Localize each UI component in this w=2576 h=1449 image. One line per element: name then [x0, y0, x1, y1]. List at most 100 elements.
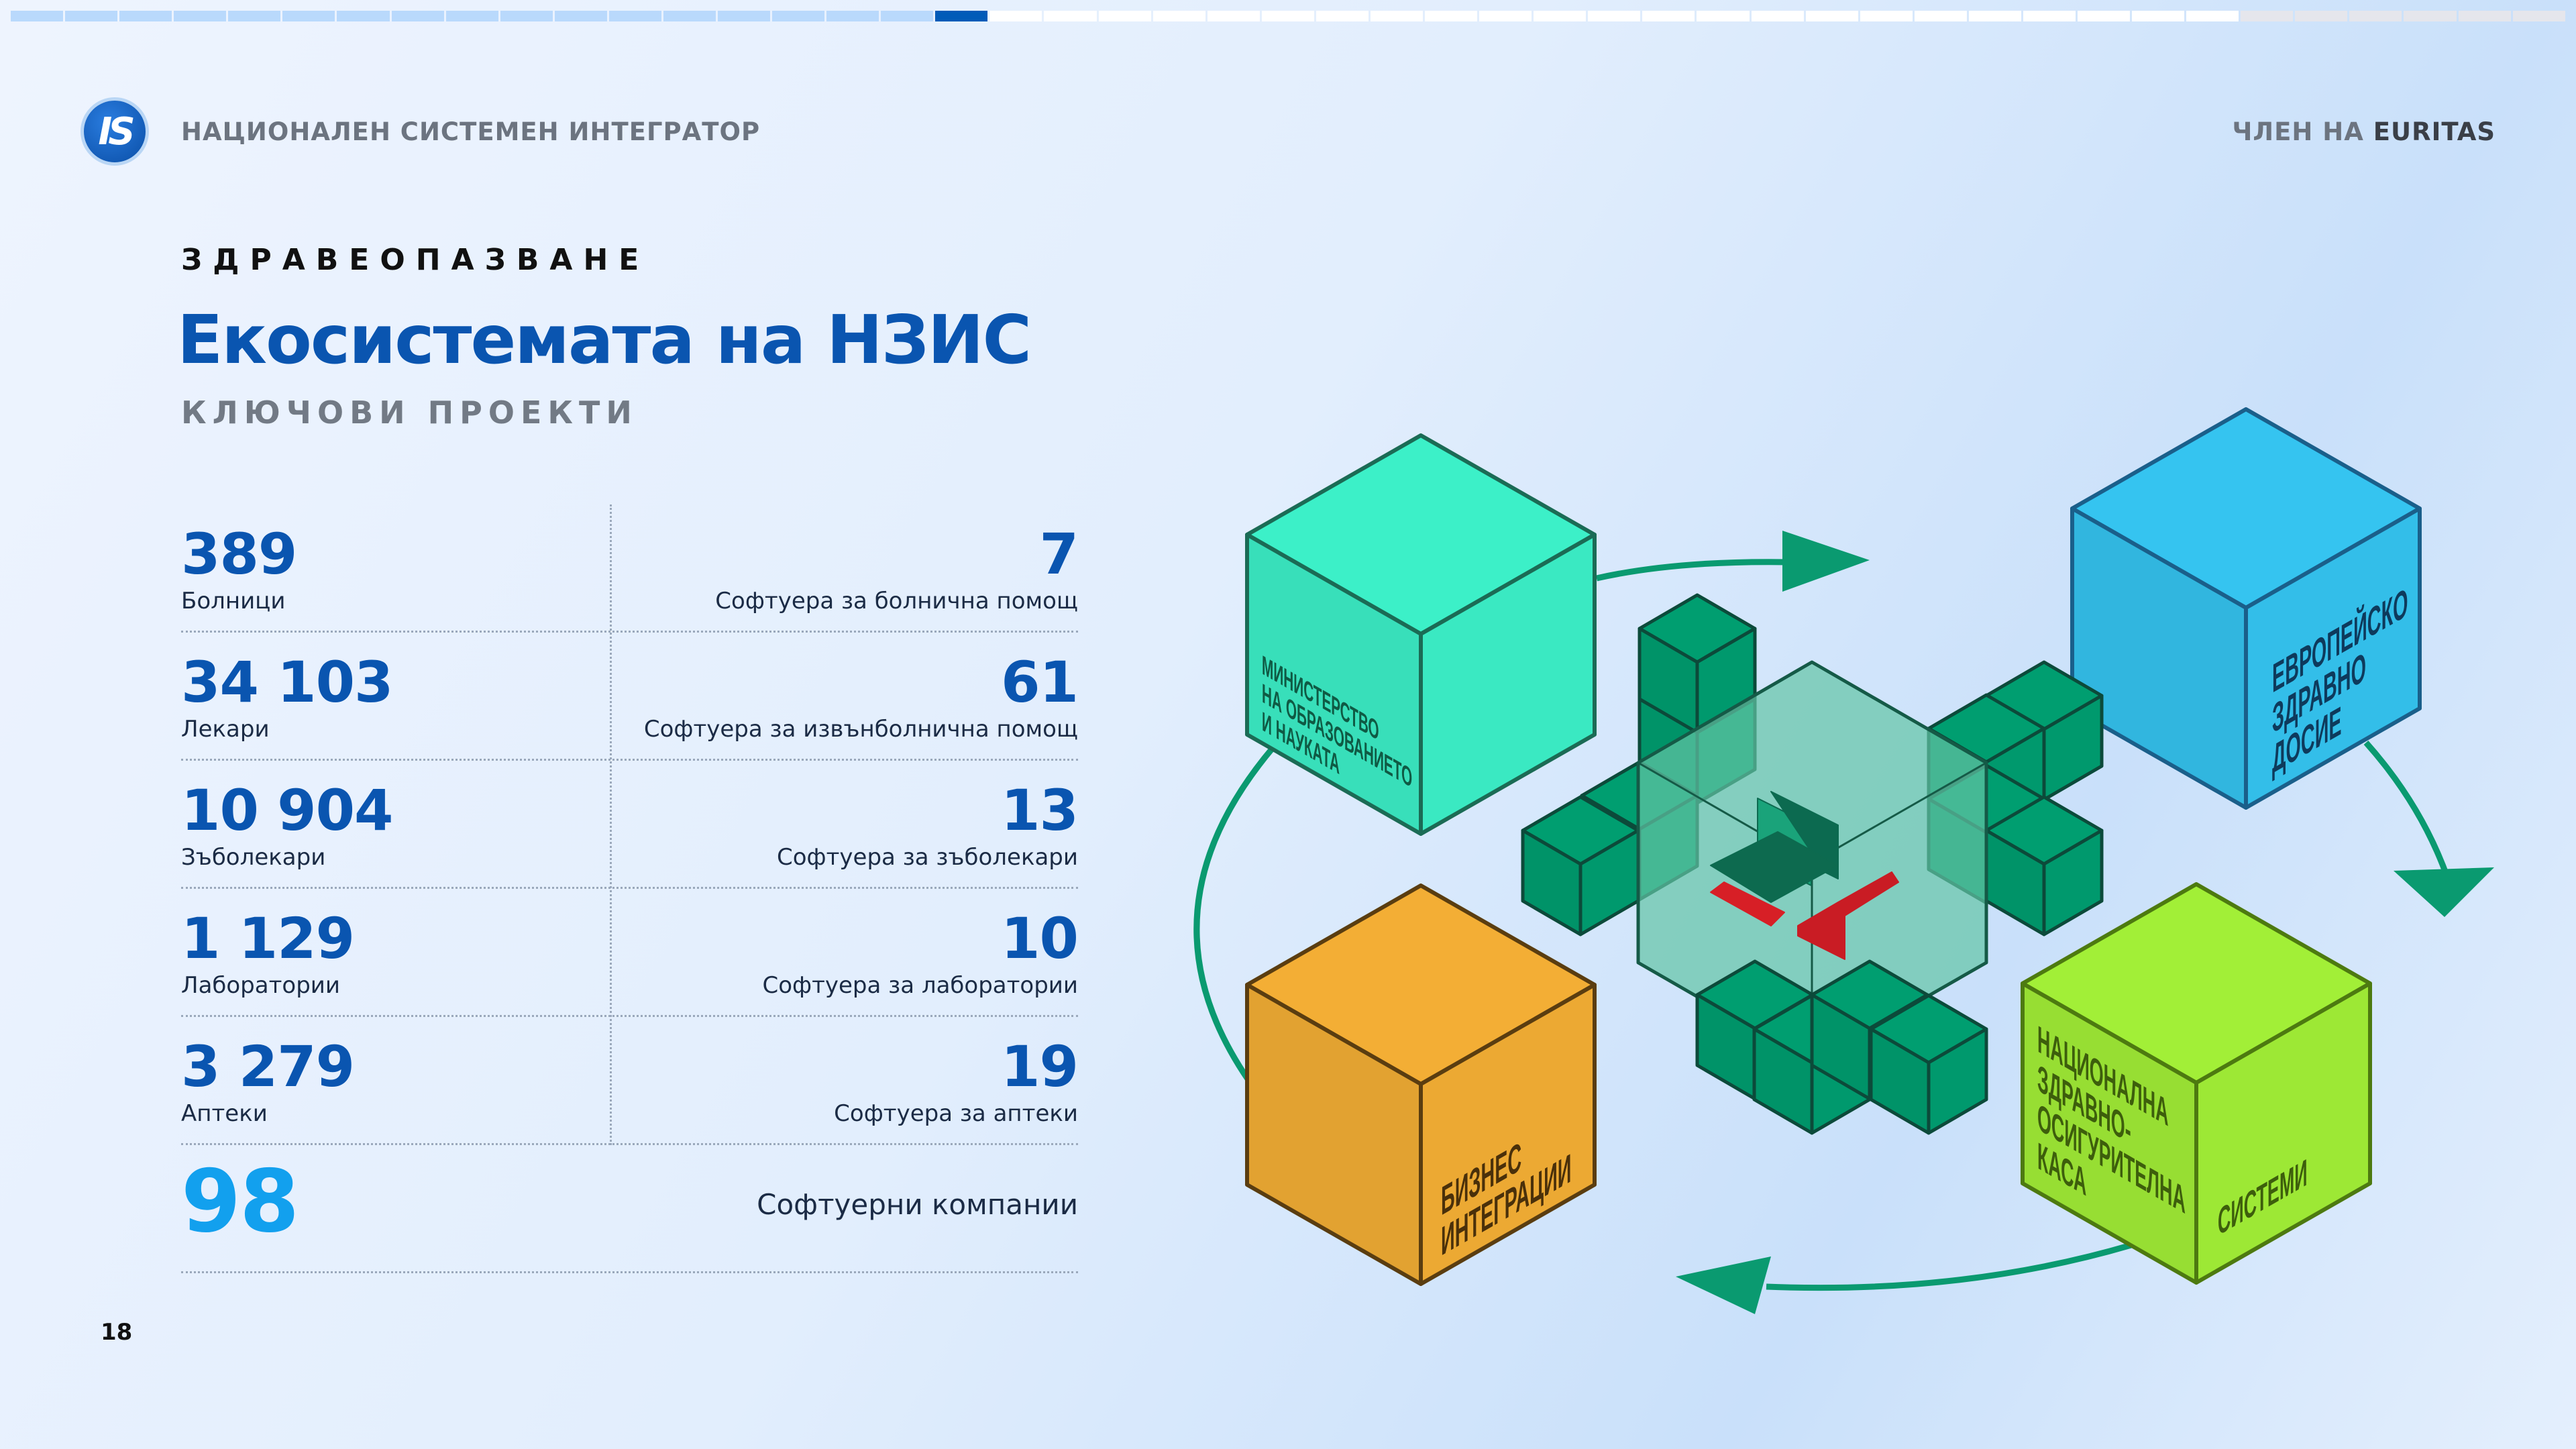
progress-segment[interactable] [1152, 11, 1205, 21]
progress-segment[interactable] [1697, 11, 1750, 21]
arrow-ministry-to-ehr [1596, 559, 1792, 582]
software-label: Софтуера за извънболнична помощ [643, 716, 1078, 743]
progress-segment[interactable] [119, 11, 172, 21]
member-prefix: ЧЛЕН НА [2232, 117, 2364, 146]
cube-ministry [1245, 433, 1597, 836]
software-count: 10 [1001, 906, 1079, 971]
progress-segment[interactable] [445, 11, 498, 21]
progress-segment-current[interactable] [935, 11, 988, 21]
progress-segment[interactable] [1805, 11, 1858, 21]
progress-segment[interactable] [826, 11, 879, 21]
progress-segment[interactable] [282, 11, 335, 21]
progress-segment[interactable] [1642, 11, 1695, 21]
progress-segment[interactable] [1370, 11, 1424, 21]
cube-nhif [2021, 882, 2372, 1285]
progress-segment[interactable] [2077, 11, 2131, 21]
progress-segment[interactable] [337, 11, 390, 21]
progress-segment[interactable] [1534, 11, 1587, 21]
arrow-ehr-to-nhif [2363, 741, 2451, 880]
stat-value: 34 103 [181, 649, 393, 715]
progress-segment[interactable] [2349, 11, 2402, 21]
software-count: 13 [1001, 777, 1079, 843]
progress-segment[interactable] [1914, 11, 1967, 21]
progress-segment[interactable] [11, 11, 64, 21]
nzis-logo-red-icon [1710, 881, 1785, 926]
progress-segment[interactable] [989, 11, 1042, 21]
module-cube-prescription-icon [1869, 994, 1988, 1135]
org-name: НАЦИОНАЛЕН СИСТЕМЕН ИНТЕГРАТОР [181, 117, 761, 146]
column-divider [610, 504, 612, 1145]
software-label: Софтуера за болнична помощ [715, 588, 1078, 614]
progress-segment[interactable] [1425, 11, 1478, 21]
euritas-membership: ЧЛЕН НА EURITAS [2233, 117, 2496, 146]
total-companies-value: 98 [181, 1152, 299, 1252]
total-companies-label: Софтуерни компании [757, 1188, 1078, 1221]
software-label: Софтуера за аптеки [834, 1100, 1078, 1127]
page-number: 18 [101, 1319, 133, 1346]
software-count: 61 [1001, 649, 1079, 715]
stat-label: Лекари [181, 716, 270, 743]
software-label: Софтуера за лаборатории [762, 972, 1078, 999]
page-title: Екосистемата на НЗИС [177, 301, 1032, 379]
section-label: ЗДРАВЕОПАЗВАНЕ [181, 243, 650, 277]
software-count: 19 [1001, 1034, 1079, 1099]
progress-segment[interactable] [2132, 11, 2185, 21]
progress-segment[interactable] [1588, 11, 1641, 21]
progress-segment[interactable] [2458, 11, 2511, 21]
stat-value: 1 129 [181, 906, 355, 971]
stat-label: Болници [181, 588, 286, 614]
module-cube-referral-icon [1984, 795, 2104, 936]
progress-segment[interactable] [1261, 11, 1314, 21]
progress-segment[interactable] [65, 11, 118, 21]
progress-segment[interactable] [500, 11, 553, 21]
cube-ministry-right [1419, 533, 1597, 836]
cube-nhif-right [2194, 981, 2372, 1285]
progress-segment[interactable] [1316, 11, 1368, 21]
progress-segment[interactable] [608, 11, 661, 21]
cube-business-right [1419, 983, 1597, 1286]
progress-segment[interactable] [772, 11, 825, 21]
arrowhead-icon [1676, 1256, 1771, 1314]
module-cube-prescription-icon-right [1927, 1027, 1988, 1135]
progress-segment[interactable] [1098, 11, 1151, 21]
progress-segment[interactable] [1044, 11, 1097, 21]
progress-segment[interactable] [2295, 11, 2348, 21]
progress-segment[interactable] [1207, 11, 1260, 21]
progress-segment[interactable] [663, 11, 716, 21]
arrow-business-to-ministry [1193, 745, 1276, 1082]
progress-segment[interactable] [2023, 11, 2076, 21]
stat-label: Аптеки [181, 1100, 268, 1127]
module-cube-referral-icon-right [2042, 828, 2104, 936]
cube-business [1245, 883, 1597, 1286]
module-cube-clipboard-icon [1521, 795, 1640, 936]
stat-value: 10 904 [181, 777, 393, 843]
software-label: Софтуера за зъболекари [777, 844, 1078, 871]
progress-segment[interactable] [1479, 11, 1532, 21]
progress-segment[interactable] [1968, 11, 2021, 21]
progress-segment[interactable] [228, 11, 281, 21]
progress-segment[interactable] [2512, 11, 2565, 21]
arrow-nhif-to-business [1766, 1240, 2137, 1291]
company-logo: IS [80, 97, 149, 166]
slide-progress-bar[interactable] [11, 11, 2565, 21]
progress-segment[interactable] [1751, 11, 1804, 21]
progress-segment[interactable] [2186, 11, 2239, 21]
progress-segment[interactable] [2404, 11, 2457, 21]
stat-value: 3 279 [181, 1034, 355, 1099]
progress-segment[interactable] [1860, 11, 1913, 21]
progress-segment[interactable] [174, 11, 227, 21]
module-cube-pharmacy-icon [1638, 593, 1757, 735]
progress-segment[interactable] [2241, 11, 2294, 21]
progress-segment[interactable] [718, 11, 771, 21]
progress-segment[interactable] [391, 11, 444, 21]
progress-segment[interactable] [881, 11, 934, 21]
arrowhead-icon [2394, 867, 2494, 917]
cube-ehr [2070, 407, 2422, 810]
progress-segment[interactable] [554, 11, 607, 21]
stat-label: Лаборатории [181, 972, 340, 999]
